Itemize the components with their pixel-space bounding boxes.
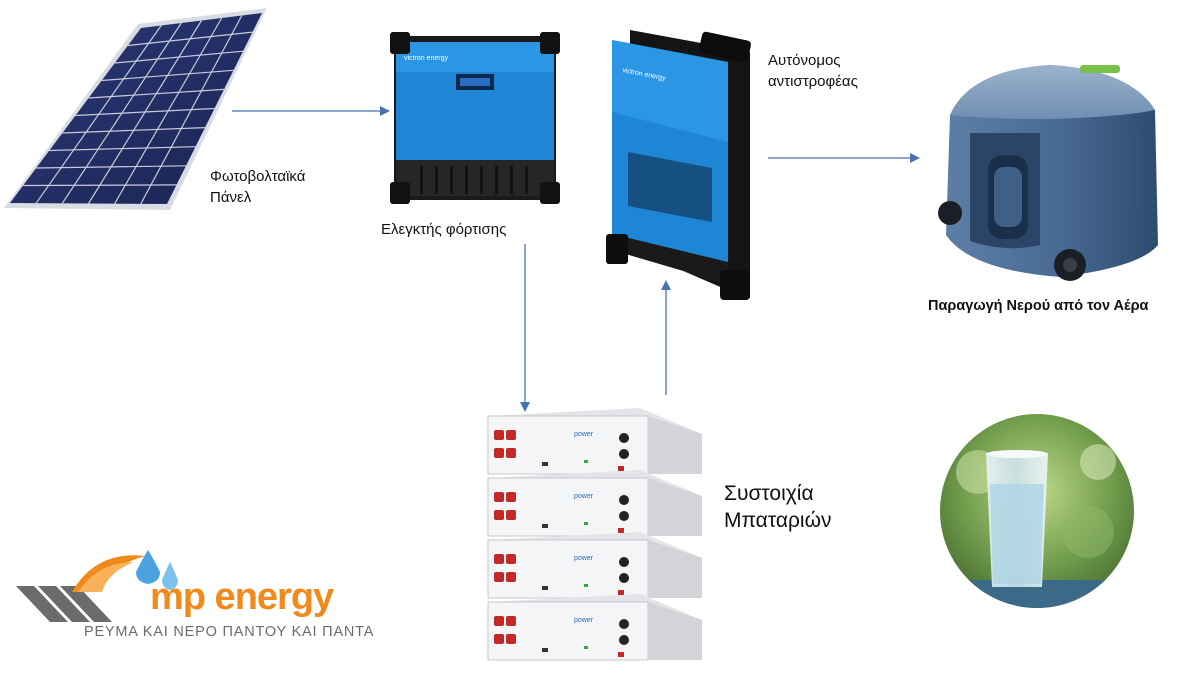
- battery-brand-text: power: [574, 555, 594, 562]
- pv-cell-divider: [88, 88, 225, 99]
- inverter-label-line2: αντιστροφέας: [768, 73, 858, 90]
- battery-bank-label: Συστοιχία Μπαταριών: [724, 480, 831, 534]
- pv-cell-divider: [23, 184, 177, 187]
- pv-cell-divider: [49, 146, 196, 152]
- battery-module: power: [487, 470, 702, 537]
- logo-name: mp energy: [150, 576, 334, 618]
- charge-controller-label: Ελεγκτής φόρτισης: [381, 221, 507, 238]
- pv-cell-divider: [36, 165, 187, 169]
- battery-bank-label-line1: Συστοιχία: [724, 482, 814, 505]
- battery-module: power: [487, 594, 702, 661]
- battery-module: power: [487, 532, 702, 599]
- battery-brand-text: power: [574, 431, 594, 438]
- pv-cell-divider: [114, 50, 244, 64]
- logo-slogan: ΡΕΥΜΑ ΚΑΙ ΝΕΡΟ ΠΑΝΤΟΥ ΚΑΙ ΠΑΝΤΑ: [84, 624, 375, 640]
- pv-cell-divider: [75, 107, 215, 117]
- mp-energy-logo-mark: [16, 550, 178, 622]
- pv-panels-label-line1: Φωτοβολταϊκά: [210, 168, 306, 185]
- inverter-label-line1: Αυτόνομος: [768, 52, 841, 69]
- pv-panels-label: Φωτοβολταϊκά Πάνελ: [210, 166, 305, 208]
- battery-brand-text: power: [574, 493, 594, 500]
- charge-controller-image: victron energy: [390, 32, 560, 204]
- pv-cell-divider: [62, 127, 206, 134]
- inverter-image: victron energy: [606, 30, 751, 300]
- battery-bank-image: power power power power: [487, 408, 702, 661]
- pv-cell-divider: [127, 31, 253, 47]
- battery-brand-text: power: [574, 617, 594, 624]
- water-generator-image: [938, 65, 1158, 281]
- water-glass-image: [940, 414, 1134, 608]
- inverter-label: Αυτόνομος αντιστροφέας: [768, 50, 858, 92]
- solar-panel-image: [4, 8, 267, 210]
- pv-panels-label-line2: Πάνελ: [210, 189, 252, 206]
- water-generator-label: Παραγωγή Νερού από τον Αέρα: [928, 298, 1149, 314]
- battery-bank-label-line2: Μπαταριών: [724, 509, 832, 532]
- controller-brand-text: victron energy: [404, 55, 448, 62]
- pv-cell-divider: [101, 69, 234, 82]
